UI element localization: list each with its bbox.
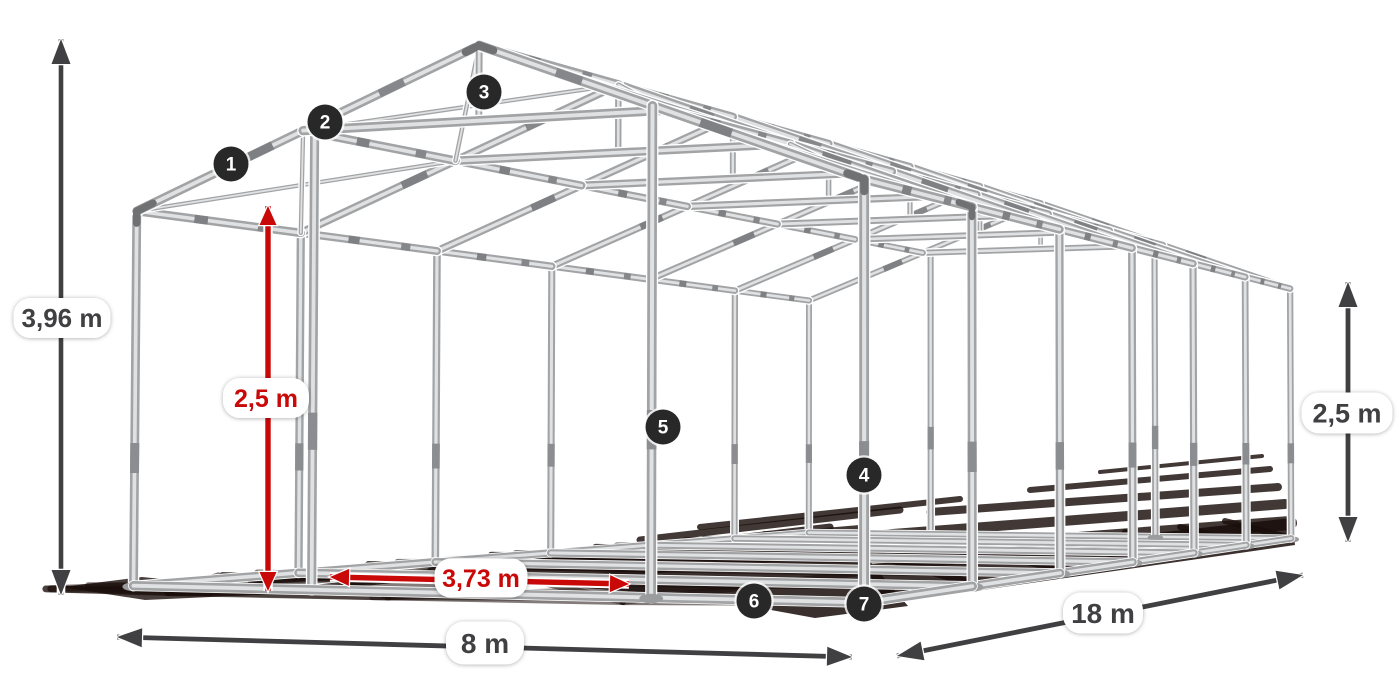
svg-text:3,96 m: 3,96 m — [22, 303, 103, 333]
svg-text:8 m: 8 m — [461, 628, 509, 659]
svg-text:5: 5 — [658, 418, 669, 439]
svg-text:3: 3 — [479, 83, 490, 104]
svg-text:6: 6 — [749, 592, 760, 613]
svg-text:3,73 m: 3,73 m — [442, 565, 520, 593]
svg-text:18 m: 18 m — [1071, 598, 1135, 629]
svg-text:2: 2 — [320, 113, 331, 134]
svg-text:7: 7 — [859, 595, 870, 616]
svg-text:2,5 m: 2,5 m — [1312, 398, 1381, 428]
svg-text:2,5 m: 2,5 m — [234, 385, 298, 413]
svg-text:1: 1 — [226, 155, 237, 176]
svg-text:4: 4 — [859, 466, 870, 487]
